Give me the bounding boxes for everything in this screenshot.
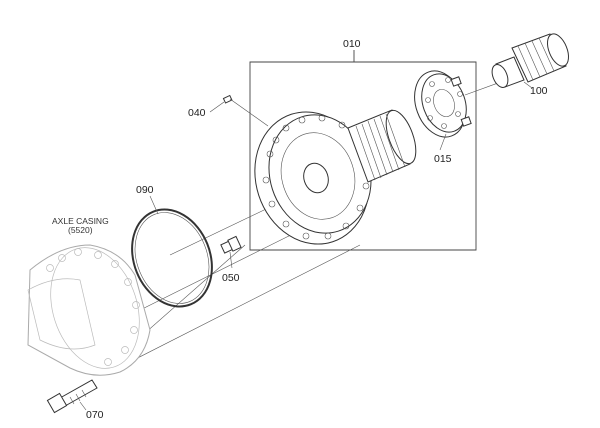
shaft-100 bbox=[491, 33, 569, 88]
label-010: 010 bbox=[343, 38, 361, 50]
assembly-frame-010 bbox=[249, 50, 477, 251]
plug-040 bbox=[222, 94, 269, 127]
axle-casing bbox=[27, 244, 151, 376]
bearing-carrier-015 bbox=[414, 70, 472, 138]
label-070: 070 bbox=[86, 409, 104, 421]
label-050: 050 bbox=[222, 272, 240, 284]
o-ring-090 bbox=[131, 208, 213, 308]
label-axle-casing: AXLE CASING bbox=[52, 216, 109, 226]
label-090: 090 bbox=[136, 184, 154, 196]
label-100: 100 bbox=[530, 85, 548, 97]
label-040: 040 bbox=[188, 107, 206, 119]
spindle-splined bbox=[347, 109, 417, 183]
bolt-070 bbox=[46, 379, 98, 414]
hub-flange bbox=[254, 111, 372, 245]
fitting-050 bbox=[220, 235, 242, 254]
label-015: 015 bbox=[434, 153, 452, 165]
leader-lines bbox=[79, 81, 533, 411]
label-axle-casing-code: (5520) bbox=[68, 225, 93, 235]
